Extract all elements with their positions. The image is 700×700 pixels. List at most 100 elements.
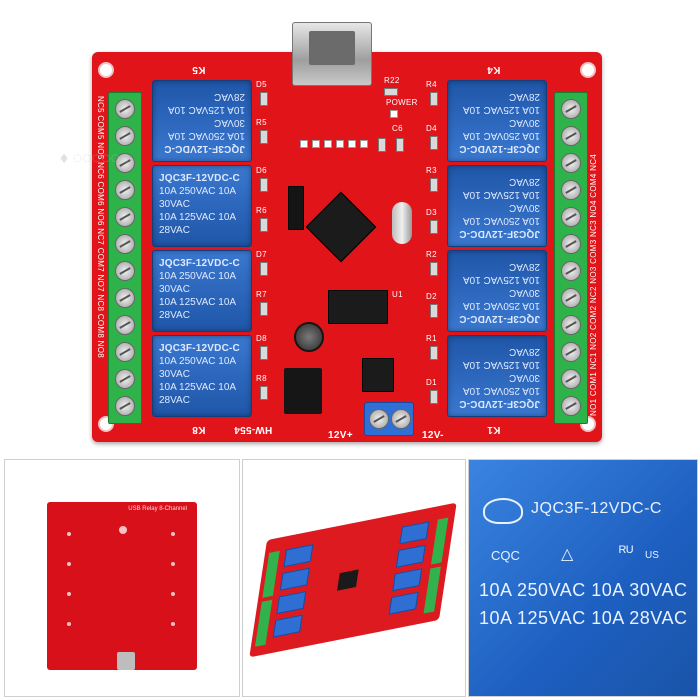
terminal-screw bbox=[115, 369, 135, 389]
relay-k6: JQC3F-12VDC-C 10A 250VAC 10A 30VAC 10A 1… bbox=[152, 165, 252, 247]
terminal-screw bbox=[561, 126, 581, 146]
smd-component bbox=[260, 386, 268, 400]
angled-relay bbox=[283, 544, 314, 568]
diode-label: D1 bbox=[426, 378, 437, 387]
diode-label: D8 bbox=[256, 334, 267, 343]
resistor-label: R1 bbox=[426, 334, 437, 343]
relay-closeup: JQC3F-12VDC-C CQC △ ᴿᵁ US 10A 250VAC 10A… bbox=[469, 460, 697, 696]
relay-rating-2: 10A 125VAC 10A 28VAC bbox=[159, 297, 236, 321]
relay-k5: JQC3F-12VDC-C 10A 250VAC 10A 30VAC 10A 1… bbox=[152, 80, 252, 162]
relay-part: JQC3F-12VDC-C bbox=[164, 143, 245, 154]
relay-rating-1: 10A 250VAC 10A 30VAC bbox=[159, 271, 236, 295]
diode-label: D7 bbox=[256, 250, 267, 259]
terminal-screw bbox=[369, 409, 389, 429]
terminal-block-right bbox=[554, 92, 588, 424]
smd-component bbox=[430, 346, 438, 360]
relay-rating-1: 10A 250VAC 10A 30VAC bbox=[159, 356, 236, 380]
terminal-screw bbox=[115, 234, 135, 254]
angled-terminal bbox=[254, 599, 273, 647]
relay-k7: JQC3F-12VDC-C 10A 250VAC 10A 30VAC 10A 1… bbox=[152, 250, 252, 332]
angled-pcb bbox=[249, 502, 457, 658]
mount-hole bbox=[98, 62, 114, 78]
terminal-labels-right: NO1 COM1 NC1 NO2 COM2 NC2 NO3 COM3 NC3 N… bbox=[589, 153, 598, 416]
smd-component bbox=[430, 178, 438, 192]
terminal-screw bbox=[561, 153, 581, 173]
terminal-screw bbox=[115, 180, 135, 200]
power-label-plus: 12V+ bbox=[328, 430, 353, 441]
main-board-photo: JQC3F-12VDC-C 10A 250VAC 10A 30VAC 10A 1… bbox=[0, 0, 700, 455]
resistor-label: R7 bbox=[256, 290, 267, 299]
closeup-cert: CQC bbox=[491, 548, 520, 563]
smd-component bbox=[260, 262, 268, 276]
smd-component bbox=[378, 138, 386, 152]
diode-label: D3 bbox=[426, 208, 437, 217]
solder-dot bbox=[171, 562, 175, 566]
relay-part: JQC3F-12VDC-C bbox=[459, 228, 540, 239]
smd-component bbox=[430, 92, 438, 106]
relay-k8: JQC3F-12VDC-C 10A 250VAC 10A 30VAC 10A 1… bbox=[152, 335, 252, 417]
smd-component bbox=[260, 218, 268, 232]
resistor-label: R5 bbox=[256, 118, 267, 127]
microcontroller-chip bbox=[305, 191, 377, 263]
relay-rating-1: 10A 250VAC 10A 30VAC bbox=[463, 117, 540, 141]
solder-dot bbox=[171, 532, 175, 536]
relay-part: JQC3F-12VDC-C bbox=[159, 343, 240, 354]
relay-label-k1: K1 bbox=[487, 424, 501, 435]
terminal-screw bbox=[561, 342, 581, 362]
solder-dot bbox=[119, 526, 127, 534]
diode-label: D2 bbox=[426, 292, 437, 301]
smd-component bbox=[430, 220, 438, 234]
closeup-rating-1: 10A 250VAC 10A 30VAC bbox=[479, 580, 688, 600]
resistor-label: R3 bbox=[426, 166, 437, 175]
diode-label: D6 bbox=[256, 166, 267, 175]
terminal-labels-left: NC5 COM5 NO5 NC6 COM6 NO6 NC7 COM7 NO7 N… bbox=[96, 96, 105, 359]
relay-rating-2: 10A 125VAC 10A 28VAC bbox=[159, 212, 236, 236]
diode-label: D5 bbox=[256, 80, 267, 89]
smd-component bbox=[430, 262, 438, 276]
angled-terminal bbox=[430, 517, 449, 565]
board-model-label: HW-554 bbox=[234, 424, 273, 435]
terminal-screw bbox=[115, 126, 135, 146]
relay-part: JQC3F-12VDC-C bbox=[459, 313, 540, 324]
backside-print: USB Relay 8-Channel bbox=[128, 506, 187, 512]
status-led bbox=[312, 140, 320, 148]
smd-component bbox=[396, 138, 404, 152]
angled-relay bbox=[399, 521, 430, 545]
terminal-screw bbox=[561, 369, 581, 389]
jack-bottom bbox=[117, 652, 135, 670]
angled-terminal bbox=[262, 550, 280, 598]
closeup-ul: US bbox=[645, 550, 659, 561]
solder-dot bbox=[67, 592, 71, 596]
terminal-screw bbox=[561, 180, 581, 200]
misc-label-r22: R22 bbox=[384, 76, 400, 85]
misc-label-power: POWER bbox=[386, 98, 418, 107]
relay-rating-2: 10A 125VAC 10A 28VAC bbox=[463, 346, 540, 370]
relay-rating-2: 10A 125VAC 10A 28VAC bbox=[168, 91, 245, 115]
terminal-screw bbox=[115, 315, 135, 335]
solder-dot bbox=[67, 562, 71, 566]
terminal-screw bbox=[115, 99, 135, 119]
terminal-screw bbox=[561, 396, 581, 416]
terminal-screw bbox=[561, 315, 581, 335]
misc-label-c6: C6 bbox=[392, 124, 403, 133]
header-pins bbox=[288, 186, 304, 230]
angled-terminal bbox=[423, 566, 441, 614]
terminal-screw bbox=[115, 261, 135, 281]
angled-relay bbox=[276, 591, 307, 615]
power-led bbox=[390, 110, 398, 118]
angled-relay bbox=[279, 567, 310, 591]
terminal-screw bbox=[561, 288, 581, 308]
terminal-screw bbox=[115, 342, 135, 362]
relay-rating-1: 10A 250VAC 10A 30VAC bbox=[159, 186, 236, 210]
power-terminal bbox=[364, 402, 414, 436]
relay-k3: JQC3F-12VDC-C 10A 250VAC 10A 30VAC 10A 1… bbox=[447, 165, 547, 247]
resistor-label: R6 bbox=[256, 206, 267, 215]
resistor-label: R2 bbox=[426, 250, 437, 259]
relay-rating-2: 10A 125VAC 10A 28VAC bbox=[463, 91, 540, 115]
watermark: ♦ ◌◌◌◌◌◌ bbox=[60, 150, 130, 167]
smd-component bbox=[430, 136, 438, 150]
resistor-label: R8 bbox=[256, 374, 267, 383]
terminal-screw bbox=[115, 153, 135, 173]
smd-component bbox=[260, 130, 268, 144]
angled-relay bbox=[392, 568, 423, 592]
